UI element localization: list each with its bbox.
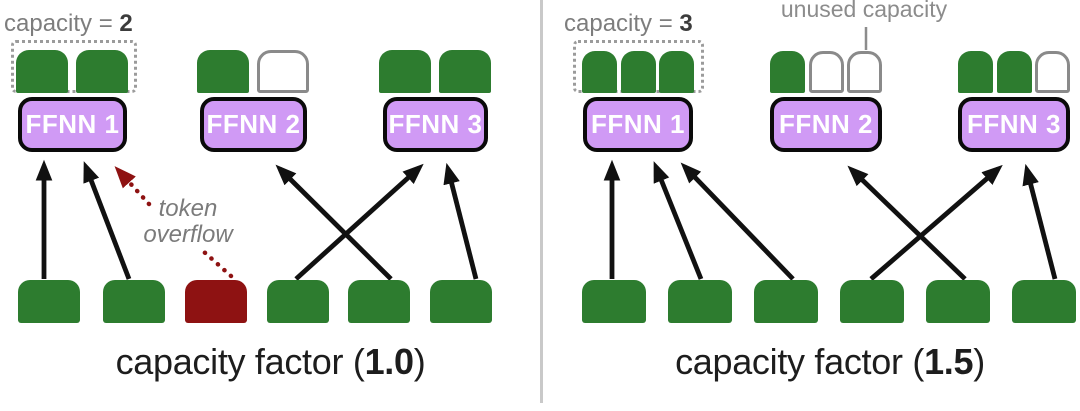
ffnn-label: FFNN 3	[388, 109, 483, 139]
ffnn-label: FFNN 1	[591, 109, 685, 139]
ffnn-3-box: FFNN 3	[958, 97, 1070, 152]
ffnn-3-slots	[958, 51, 1070, 93]
token-overflow-label: token overflow	[116, 196, 260, 248]
ffnn-2-box: FFNN 2	[770, 97, 882, 152]
caption-text: capacity factor (	[115, 341, 365, 382]
capacity-note-value: 3	[679, 10, 693, 37]
capacity-slot-used	[996, 51, 1032, 93]
caption-text: )	[413, 341, 426, 382]
caption-capacity-factor: capacity factor (1.0)	[0, 341, 541, 383]
unused-capacity-label: unused capacity	[714, 0, 1014, 22]
input-token	[430, 280, 492, 323]
input-token	[582, 280, 646, 323]
input-token	[840, 280, 904, 323]
capacity-slot-used	[379, 50, 431, 93]
ffnn-3-box: FFNN 3	[383, 97, 488, 152]
unused-capacity-text: unused capacity	[780, 0, 948, 22]
ffnn-2-box: FFNN 2	[200, 97, 307, 152]
caption-value: 1.0	[364, 341, 414, 382]
capacity-slot-empty	[257, 50, 309, 93]
capacity-slot-empty	[808, 51, 844, 93]
ffnn-1-slots	[16, 50, 128, 93]
ffnn-1-box: FFNN 1	[583, 97, 693, 152]
input-token	[926, 280, 990, 323]
capacity-slot-used	[16, 50, 68, 93]
route-arrow-token5-to-ffnn-2	[847, 165, 967, 281]
ffnn-1-box: FFNN 1	[18, 97, 127, 152]
capacity-dotted-outline	[11, 40, 137, 93]
caption-capacity-factor: capacity factor (1.5)	[575, 341, 1080, 383]
ffnn-2-slots	[197, 50, 309, 93]
input-token	[103, 280, 165, 323]
ffnn-label: FFNN 3	[967, 109, 1061, 139]
capacity-slot-empty	[1035, 51, 1070, 93]
capacity-slot-used	[197, 50, 249, 93]
route-arrow-token3-to-ffnn-1	[680, 162, 795, 281]
input-token	[267, 280, 329, 323]
capacity-slot-used	[659, 51, 694, 93]
ffnn-3-slots	[379, 50, 491, 93]
capacity-note: capacity = 2	[4, 11, 133, 37]
capacity-slot-used	[582, 51, 617, 93]
panel-divider	[540, 0, 543, 403]
caption-text: )	[973, 341, 985, 382]
input-token	[1012, 280, 1076, 323]
ffnn-1-slots	[582, 51, 694, 93]
route-arrow-token5-to-ffnn-2	[275, 164, 393, 281]
route-arrow-token4-to-ffnn-3	[869, 164, 1003, 281]
capacity-note-text: capacity =	[564, 10, 680, 37]
capacity-note: capacity = 3	[564, 11, 693, 37]
route-arrow-token6-to-ffnn-3	[443, 162, 479, 280]
input-token	[668, 280, 732, 323]
capacity-slot-used	[620, 51, 656, 93]
token-overflow-line2: overflow	[143, 221, 233, 248]
capacity-slot-used	[770, 51, 805, 93]
ffnn-label: FFNN 2	[779, 109, 873, 139]
input-token	[18, 280, 80, 323]
capacity-note-text: capacity =	[4, 10, 120, 37]
route-arrow-token4-to-ffnn-3	[294, 163, 424, 281]
capacity-note-value: 2	[119, 10, 133, 37]
ffnn-label: FFNN 1	[25, 109, 120, 139]
ffnn-label: FFNN 2	[206, 109, 301, 139]
route-arrow-token6-to-ffnn-3	[1022, 163, 1058, 280]
caption-text: capacity factor (	[675, 341, 925, 382]
caption-value: 1.5	[924, 341, 974, 382]
overflow-token	[185, 280, 247, 323]
capacity-slot-used	[439, 50, 491, 93]
input-token	[348, 280, 410, 323]
ffnn-2-slots	[770, 51, 882, 93]
token-overflow-line1: token	[158, 195, 218, 222]
input-token	[754, 280, 818, 323]
capacity-slot-empty	[847, 51, 882, 93]
route-arrow-token2-to-ffnn-1	[653, 161, 704, 280]
capacity-slot-used	[76, 50, 128, 93]
overflow-dotted-arrow	[200, 248, 234, 279]
capacity-slot-used	[958, 51, 993, 93]
